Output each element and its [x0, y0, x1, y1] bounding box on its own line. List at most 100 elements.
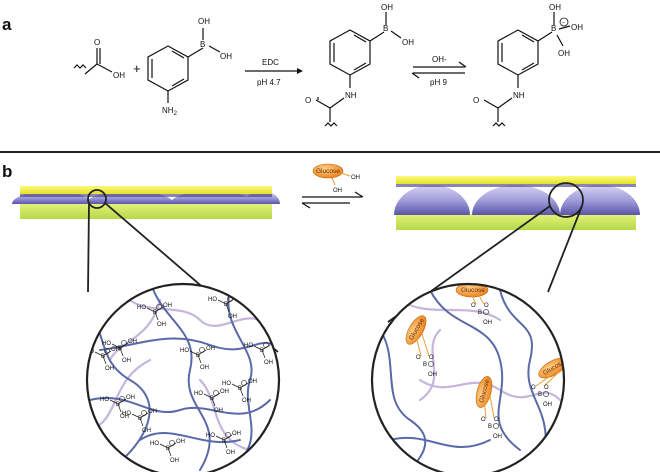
boron-atom: B — [488, 424, 492, 430]
bond — [111, 343, 121, 349]
oxygen-label: O — [471, 303, 476, 309]
negative-charge-icon — [119, 396, 125, 402]
final-nh-label: NH — [513, 91, 525, 100]
final-o-label: O — [473, 96, 479, 105]
boronate-product — [483, 12, 571, 127]
boron-atom: B — [260, 348, 264, 354]
hydroxyl-label: HO — [222, 381, 231, 387]
oxygen-label: O — [481, 417, 486, 423]
hydroxyl-label: OH — [232, 431, 241, 437]
bond — [415, 335, 422, 357]
bond — [223, 439, 228, 449]
polymer-chain — [149, 284, 211, 471]
bond — [215, 435, 225, 441]
bond — [146, 307, 156, 313]
hydroxyl-label: OH — [163, 303, 172, 309]
bond — [119, 347, 124, 357]
gel-bead — [394, 185, 470, 215]
hydroxyl-label: OH — [200, 365, 209, 371]
bond — [203, 393, 213, 399]
hydroxyl-label: HO — [194, 391, 203, 397]
bond — [102, 355, 107, 365]
ph47-label: pH 4.7 — [257, 78, 281, 87]
bond — [253, 345, 263, 351]
hydroxyl-label: HO — [100, 397, 109, 403]
bond — [159, 443, 169, 449]
boron-atom: B — [210, 396, 214, 402]
polymer-chain — [398, 298, 502, 322]
equilibrium-arrow-b — [301, 191, 364, 209]
bond — [154, 311, 159, 321]
reagent-b-label: B — [200, 40, 205, 49]
polymer-chain — [389, 436, 491, 449]
boron-atom: B — [196, 353, 200, 359]
glucose-label: Glucose — [316, 168, 340, 175]
gel-edge — [396, 184, 636, 187]
boron-atom: B — [138, 416, 142, 422]
boron-atom: B — [153, 310, 157, 316]
bond — [471, 295, 477, 305]
glucose-molecule — [405, 315, 427, 345]
acid-oh-label: OH — [113, 71, 125, 80]
bond — [477, 293, 485, 305]
bond — [225, 303, 230, 313]
charge-label: − — [562, 21, 566, 27]
polymer-chain — [198, 378, 252, 452]
panel-a-label: a — [2, 15, 12, 34]
bond — [189, 350, 199, 356]
hydroxyl-label: OH — [170, 458, 179, 464]
polymer-chain — [429, 289, 521, 451]
bond — [535, 373, 554, 387]
negative-charge-icon — [213, 390, 219, 396]
hydroxyl-label: OH — [128, 339, 137, 345]
hydroxyl-label: OH — [111, 347, 120, 353]
glucose-oh1: OH — [351, 175, 360, 181]
plus-sign: + — [133, 61, 141, 76]
hydroxyl-label: HO — [137, 305, 146, 311]
edc-label: EDC — [262, 58, 279, 67]
bond — [211, 397, 216, 407]
hydroxyl-label: OH — [126, 395, 135, 401]
bond — [217, 299, 227, 305]
glucose-label: Glucose — [461, 287, 485, 294]
oxygen-label: O — [484, 303, 489, 309]
hydroxyl-label: OH — [214, 408, 223, 414]
negative-charge-icon — [141, 410, 147, 416]
hydroxyl-label: OH — [220, 389, 229, 395]
negative-charge-icon — [241, 380, 247, 386]
hydroxyl-label: OH — [226, 450, 235, 456]
boron-atom: B — [101, 354, 105, 360]
bond — [489, 395, 495, 419]
bond — [139, 417, 144, 427]
negative-charge-icon — [493, 423, 499, 429]
negative-charge-icon — [559, 17, 569, 27]
negative-charge-icon — [483, 309, 489, 315]
hydroxyl-label: OH — [122, 358, 131, 364]
negative-charge-icon — [225, 432, 231, 438]
panel-b-label: b — [2, 162, 12, 181]
final-oh3-label: OH — [558, 49, 570, 58]
hydrogel-film-right — [394, 176, 640, 230]
hydroxyl-label: OH — [543, 402, 552, 408]
hydroxyl-label: OH — [264, 360, 273, 366]
negative-charge-icon — [121, 340, 127, 346]
polymer-chain — [227, 289, 253, 471]
glucose-molecule — [475, 376, 493, 408]
bond — [131, 413, 141, 419]
bond — [197, 354, 202, 364]
prod-nh-label: NH — [345, 91, 357, 100]
reagent-oh1-label: OH — [198, 17, 210, 26]
prod-o-label: O — [305, 96, 311, 105]
negative-charge-icon — [428, 361, 434, 367]
gel-bead — [560, 185, 640, 215]
reagent-oh2-label: OH — [220, 52, 232, 61]
hydroxyl-label: HO — [244, 343, 253, 349]
negative-charge-icon — [263, 342, 269, 348]
oxygen-label: O — [429, 355, 434, 361]
negative-charge-icon — [543, 391, 549, 397]
boron-atom: B — [478, 310, 482, 316]
polymer-chain — [89, 397, 271, 415]
hydroxyl-label: OH — [176, 439, 185, 445]
amide-product — [315, 12, 402, 127]
